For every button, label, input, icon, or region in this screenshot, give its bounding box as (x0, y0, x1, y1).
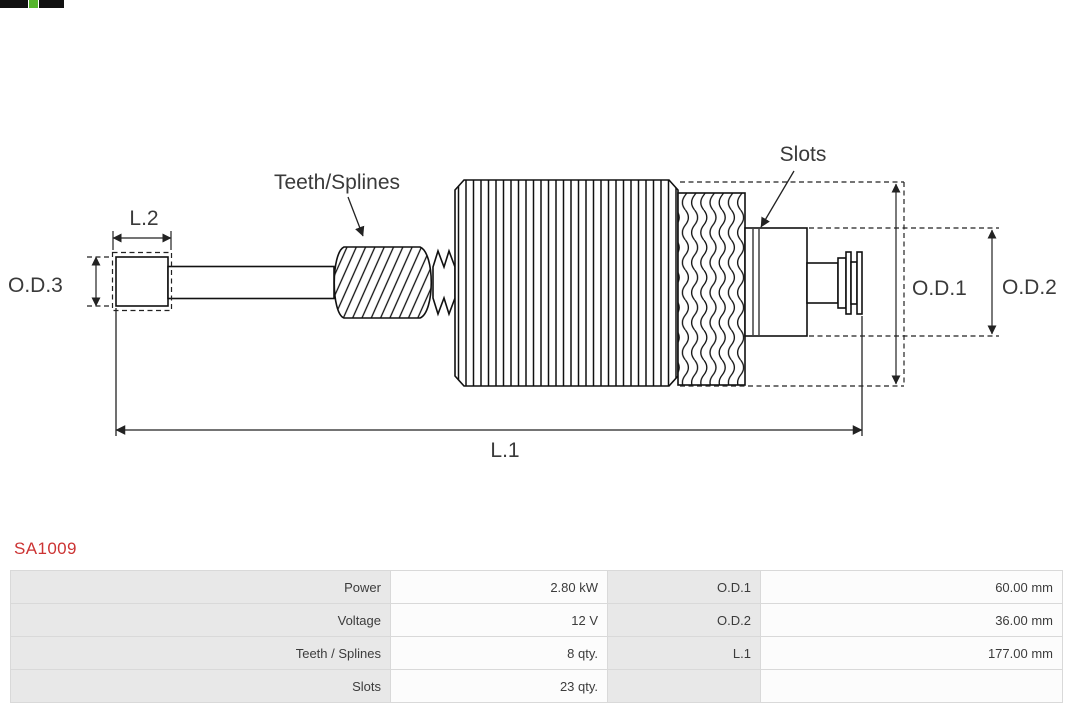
spec-label-slots: Slots (10, 669, 391, 703)
dimension-od1 (680, 181, 905, 387)
tooth-transition (432, 248, 456, 317)
spec-value-teeth-splines: 8 qty. (390, 636, 608, 670)
spec-row-teeth-splines: Teeth / Splines 8 qty. L.1 177.00 mm (10, 636, 1063, 670)
spec-value-empty (760, 669, 1063, 703)
spline-section (333, 246, 433, 319)
spec-value-slots: 23 qty. (390, 669, 608, 703)
armature-technical-drawing: L.1 L.2 O.D.3 O.D.1 O.D.2 Teeth/Splines … (0, 0, 1057, 462)
armature-diagram-svg: L.1 L.2 O.D.3 O.D.1 O.D.2 Teeth/Splines … (0, 0, 1057, 462)
shaft-end-flange-right (856, 251, 863, 315)
spec-label-power: Power (10, 570, 391, 604)
shaft-end-groove (850, 261, 858, 305)
spec-value-power: 2.80 kW (390, 570, 608, 604)
dim-label-l1: L.1 (490, 439, 519, 462)
brand-logo-block-left (0, 0, 28, 8)
spec-row-power: Power 2.80 kW O.D.1 60.00 mm (10, 570, 1063, 604)
spec-label-l1: L.1 (607, 636, 761, 670)
spec-label-od1: O.D.1 (607, 570, 761, 604)
spec-value-voltage: 12 V (390, 603, 608, 637)
shaft-right (806, 262, 839, 304)
winding-slots-section (677, 192, 746, 386)
spec-value-od2: 36.00 mm (760, 603, 1063, 637)
spec-value-od1: 60.00 mm (760, 570, 1063, 604)
spec-label-od2: O.D.2 (607, 603, 761, 637)
spec-value-l1: 177.00 mm (760, 636, 1063, 670)
dim-label-l2: L.2 (129, 207, 158, 230)
spec-table: Power 2.80 kW O.D.1 60.00 mm Voltage 12 … (10, 570, 1063, 703)
spec-label-voltage: Voltage (10, 603, 391, 637)
callout-slots-arrow (760, 170, 795, 228)
dim-label-od1: O.D.1 (912, 277, 967, 300)
brand-logo-block-right (39, 0, 64, 8)
dim-dashed-box-left (111, 251, 173, 312)
part-number: SA1009 (14, 539, 77, 558)
brand-logo-block-green (29, 0, 38, 8)
spec-row-voltage: Voltage 12 V O.D.2 36.00 mm (10, 603, 1063, 637)
commutator (744, 227, 808, 337)
armature-core (454, 179, 679, 387)
dimension-l2 (111, 231, 173, 312)
spec-label-empty (607, 669, 761, 703)
spec-label-teeth-splines: Teeth / Splines (10, 636, 391, 670)
dim-label-od2: O.D.2 (1002, 276, 1057, 299)
brand-logo (0, 0, 64, 8)
shaft-end-collar (837, 257, 847, 309)
armature-body (115, 179, 863, 387)
spec-row-slots: Slots 23 qty. (10, 669, 1063, 703)
callout-teeth-splines-label: Teeth/Splines (274, 171, 400, 194)
dimension-od2 (809, 227, 999, 337)
callout-teeth-splines-arrow (347, 196, 365, 237)
dimension-od3 (87, 256, 112, 307)
dim-label-od3: O.D.3 (8, 274, 63, 297)
shaft-end-left (115, 256, 169, 307)
shaft-left (167, 265, 335, 300)
callout-slots-label: Slots (780, 143, 827, 166)
